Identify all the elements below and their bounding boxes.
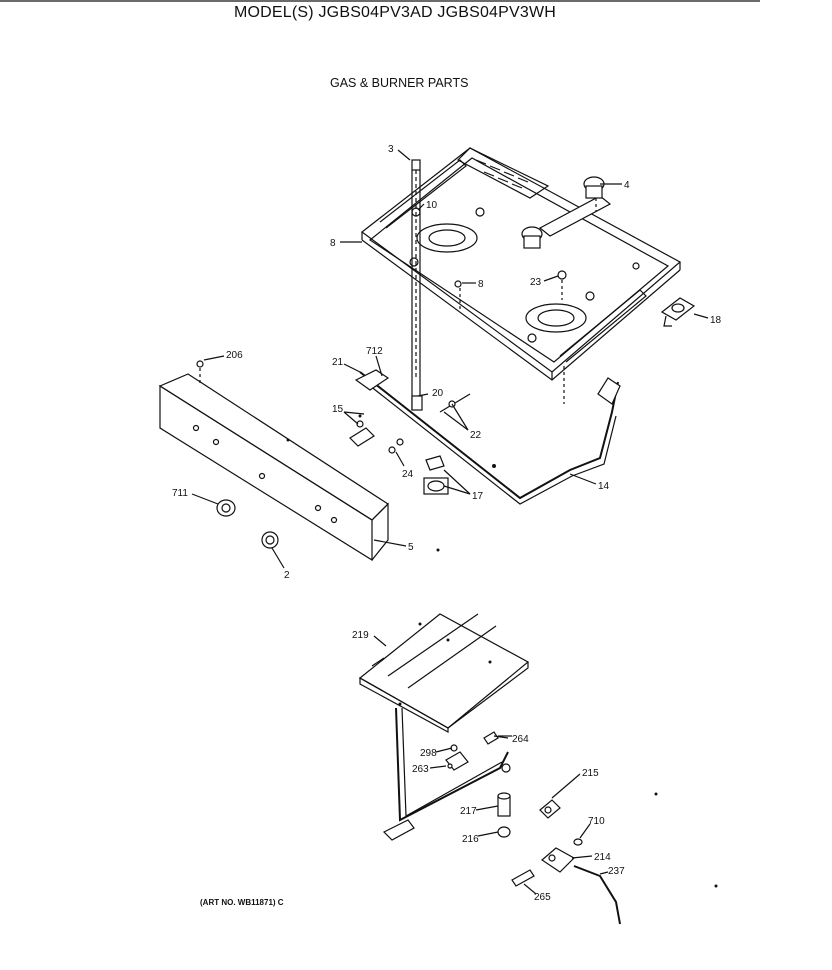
screw-3 — [411, 159, 421, 171]
art-number: (ART NO. WB11871) C — [200, 898, 284, 907]
valve-15 — [349, 427, 375, 447]
callout-710: 710 — [588, 816, 605, 827]
callout-5: 5 — [408, 542, 414, 553]
callout-217: 217 — [460, 806, 477, 817]
callout-265: 265 — [534, 892, 551, 903]
gas-manifold-tube — [349, 369, 621, 505]
orifice-holder — [521, 176, 612, 249]
callout-14: 14 — [598, 481, 610, 492]
callout-219: 219 — [352, 630, 369, 641]
screw-23 — [557, 270, 567, 280]
callout-8-mid: 8 — [478, 279, 484, 290]
fitting-264 — [483, 731, 512, 745]
fitting-265 — [511, 869, 535, 887]
screw-710 — [573, 838, 583, 846]
leader-lines — [191, 149, 709, 895]
callout-206: 206 — [226, 350, 243, 361]
callout-21: 21 — [332, 357, 344, 368]
shield-219 — [358, 613, 530, 734]
callout-3: 3 — [388, 144, 394, 155]
broil-tube — [382, 707, 511, 841]
callout-264: 264 — [512, 734, 529, 745]
screw-206 — [196, 360, 204, 368]
bracket-215 — [539, 799, 561, 819]
callout-17: 17 — [472, 491, 484, 502]
bracket-18 — [660, 297, 696, 327]
callout-214: 214 — [594, 852, 611, 863]
screw-8 — [454, 280, 462, 288]
valve-214 — [541, 847, 575, 873]
screw-24 — [396, 438, 404, 446]
callout-22: 22 — [470, 430, 482, 441]
callout-298: 298 — [420, 748, 437, 759]
manifold-panel-5 — [158, 360, 389, 562]
callout-237: 237 — [608, 866, 625, 877]
burner-box-assembly — [361, 147, 696, 410]
callout-23: 23 — [530, 277, 542, 288]
callout-20: 20 — [432, 388, 444, 399]
callout-2: 2 — [284, 570, 290, 581]
callout-216: 216 — [462, 834, 479, 845]
callout-8-top: 8 — [330, 238, 336, 249]
fitting-263 — [445, 751, 469, 771]
callout-263: 263 — [412, 764, 429, 775]
section-title: GAS & BURNER PARTS — [330, 76, 469, 90]
tube-237 — [573, 865, 621, 925]
knob-711 — [216, 499, 236, 517]
burner-port-right — [525, 303, 587, 333]
vent-slots — [475, 159, 529, 189]
callout-10: 10 — [426, 200, 438, 211]
nut-216 — [497, 826, 511, 838]
callout-24: 24 — [402, 469, 414, 480]
callout-15: 15 — [332, 404, 344, 415]
valve-17 — [423, 455, 449, 495]
callout-4: 4 — [624, 180, 630, 191]
burner-port-left — [416, 223, 478, 253]
callout-712: 712 — [366, 346, 383, 357]
callout-215: 215 — [582, 768, 599, 779]
callout-18: 18 — [710, 315, 722, 326]
orifice-217 — [497, 792, 511, 817]
callout-711: 711 — [172, 488, 188, 499]
callout-labels: 3 4 10 8 8 23 18 206 21 712 20 15 22 24 … — [172, 144, 722, 903]
knob-2 — [261, 531, 279, 549]
page-title: MODEL(S) JGBS04PV3AD JGBS04PV3WH — [234, 4, 557, 21]
